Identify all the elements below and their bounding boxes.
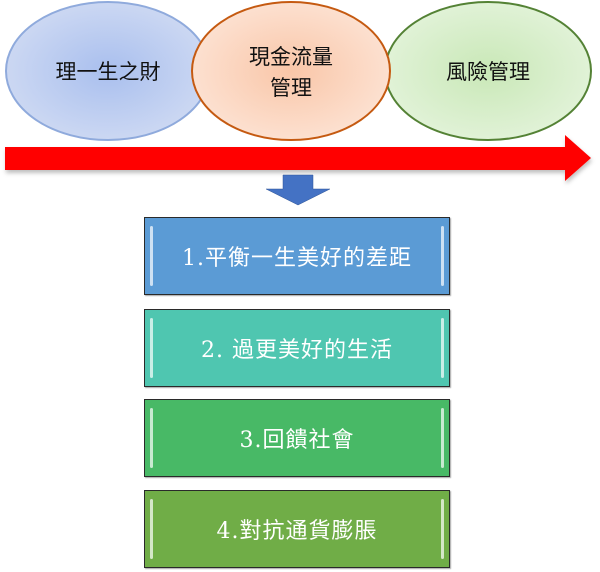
goal-box-4: 4.對抗通貨膨脹 — [144, 490, 450, 568]
ellipse-wealth-label: 理一生之財 — [56, 60, 161, 84]
goal-label-2: 2. 過更美好的生活 — [201, 338, 393, 363]
goal-label-4: 4.對抗通貨膨脹 — [216, 519, 378, 544]
ellipse-wealth: 理一生之財 — [5, 1, 211, 141]
goal-label-3: 3.回饋社會 — [239, 428, 355, 453]
goal-box-3: 3.回饋社會 — [144, 399, 450, 477]
down-arrow-icon — [265, 174, 331, 206]
ellipse-cashflow: 現金流量 管理 — [191, 1, 391, 141]
ellipse-risk-label: 風險管理 — [446, 60, 530, 84]
goal-box-1: 1.平衡一生美好的差距 — [144, 217, 450, 295]
goal-label-1: 1.平衡一生美好的差距 — [182, 246, 412, 271]
goal-box-2: 2. 過更美好的生活 — [144, 309, 450, 387]
timeline-arrow — [5, 135, 591, 181]
ellipse-cashflow-label-line2: 管理 — [270, 76, 312, 100]
ellipse-green: 風險管理 — [384, 1, 592, 141]
ellipse-cashflow-label-line1: 現金流量 — [249, 45, 333, 69]
